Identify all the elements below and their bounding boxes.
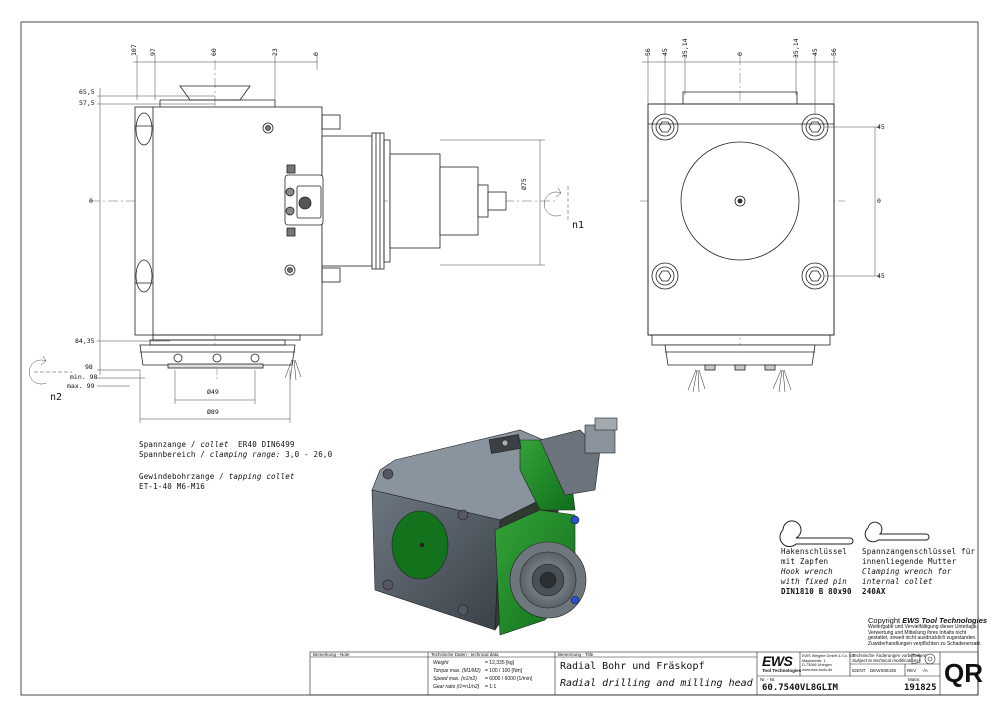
dim-top-107: 107 — [130, 44, 138, 56]
title-label: Benennung - Title — [558, 652, 594, 657]
tech-data-table: Weight = 12,335 [kg] Torque max. (M1/M2) =… — [433, 659, 532, 691]
clamping-range-label-en: clamping range: — [209, 450, 281, 459]
collet-label: Spannzange / — [139, 440, 196, 449]
clamping-wrench-de-2: innenliegende Mutter — [862, 557, 957, 566]
hook-wrench-text: Hakenschlüssel mit Zapfen Hook wrench wi… — [781, 547, 852, 597]
dim-diameter-75: Ø75 — [520, 178, 528, 190]
tapping-collet-value: ET-1-40 M6-M16 — [139, 482, 206, 491]
tech-speed-value: = 6000 / 6000 [1/min] — [485, 676, 533, 682]
dim-left-98: 98 — [85, 363, 93, 371]
front-view — [90, 60, 555, 381]
title-english: Radial drilling and milling head — [560, 678, 753, 689]
hook-wrench-de-1: Hakenschlüssel — [781, 547, 848, 556]
tech-gear-value: = 1:1 — [485, 684, 497, 690]
ident-value: DEWS08435 — [870, 668, 897, 673]
collet-label-en: collet — [200, 440, 229, 449]
material-number: 191825 — [904, 683, 937, 693]
nr-label: Nr. - Nr. — [760, 677, 776, 682]
dim-top-0-right: 0 — [736, 52, 744, 56]
ews-logo-sub: Tool Technologies — [762, 668, 802, 673]
copyright-line-1: Weitergabe und Vervielfältigung dieser U… — [868, 624, 978, 630]
clamping-wrench-code: 240AX — [862, 587, 886, 596]
hook-wrench-de-2: mit Zapfen — [781, 557, 829, 566]
dim-left-65-5: 65,5 — [79, 88, 95, 96]
copyright-prefix: Copyright — [868, 616, 901, 625]
tech-data-label: Technische Daten - technical data — [431, 652, 499, 657]
dim-top-60: 60 — [210, 48, 218, 56]
clamping-wrench-en-1: Clamping wrench for — [862, 567, 952, 576]
collet-notes: Spannzange / collet ER40 DIN6499 Spannbe… — [139, 440, 332, 492]
clamping-wrench-icon — [864, 521, 930, 543]
clamping-wrench-text: Spannzangenschlüssel für innenliegende M… — [862, 547, 975, 597]
remark-label: Bemerkung - Note — [313, 652, 350, 657]
tapping-collet-label: Gewindebohrzange / — [139, 472, 224, 481]
dim-top-56-right: 56 — [830, 48, 838, 56]
dim-left-max99: max. 99 — [67, 382, 95, 390]
clamping-wrench-de-1: Spannzangenschlüssel für — [862, 547, 976, 556]
hook-wrench-en-2: with fixed pin — [781, 577, 848, 586]
dim-left-min98: min. 98 — [70, 373, 98, 381]
ews-logo: EWS — [762, 653, 793, 669]
dim-right-45-top: 45 — [877, 123, 885, 131]
rev-value: -/A — [922, 668, 928, 673]
dim-left-0: 0 — [89, 197, 93, 205]
collet-value: ER40 DIN6499 — [238, 440, 295, 449]
side-view — [640, 55, 845, 393]
company-line-4: www.ews-tools.de — [802, 667, 833, 672]
copyright-line-2: Verwertung und Mitteilung ihres Inhalts … — [868, 629, 967, 636]
dim-right-45-bottom: 45 — [877, 272, 885, 280]
hook-wrench-code: DIN1810 B 80x90 — [781, 587, 852, 596]
company-line-2: Maybachstr. 1 — [802, 658, 826, 663]
dim-left-84-35: 84,35 — [75, 337, 95, 345]
copyright-block: Copyright EWS Tool Technologies Weiterga… — [868, 616, 987, 647]
company-line-3: D-73066 Uhingen — [802, 663, 832, 667]
tech-weight-value: = 12,335 [kg] — [485, 660, 515, 666]
dim-top-45-left: 45 — [661, 48, 669, 56]
company-address: EWS Weigele GmbH & Co. KG Maybachstr. 1 … — [802, 654, 854, 672]
copyright-brand: EWS Tool Technologies — [902, 616, 988, 625]
clamping-wrench-en-2: internal collet — [862, 577, 933, 586]
tech-gear-label: Gear ratio (i1=n1/n2) — [433, 684, 480, 690]
rotation-label-n2: n2 — [50, 392, 63, 403]
clamping-range-value: 3,0 - 26,0 — [285, 450, 333, 459]
hook-wrench-icon — [779, 520, 854, 548]
company-line-1: EWS Weigele GmbH & Co. KG — [802, 654, 855, 658]
dim-left-57-5: 57,5 — [79, 99, 95, 107]
rotation-label-n1: n1 — [572, 220, 585, 231]
hook-wrench-en-1: Hook wrench — [781, 567, 833, 576]
side-view-dimension-lines — [642, 55, 880, 277]
tech-torque-value: = 100 / 100 [Nm] — [485, 668, 523, 674]
tapping-collet-label-en: tapping collet — [228, 472, 295, 481]
dim-top-23: 23 — [271, 48, 279, 56]
dim-top-35-14-left: 35,14 — [681, 38, 689, 58]
dim-top-35-14-right: 35,14 — [792, 38, 800, 58]
rev-label: REV — [907, 668, 917, 673]
ident-label: IDENT — [852, 668, 866, 673]
dim-diameter-49: Ø49 — [207, 388, 219, 396]
dim-top-45-right: 45 — [811, 48, 819, 56]
copyright-line-3: gestattet, soweit nicht ausdrücklich zug… — [868, 635, 977, 642]
dim-right-0: 0 — [877, 197, 881, 205]
change-note: Technische Änderungen vorbehalten! — [852, 653, 927, 658]
dim-top-0: 0 — [312, 52, 320, 56]
isometric-render — [371, 417, 618, 636]
title-german: Radial Bohr und Fräskopf — [560, 661, 705, 672]
projection-symbol-icon — [911, 653, 936, 665]
title-block-frame — [309, 651, 979, 696]
copyright-line-4: Zuwiderhandlungen verpflichten zu Schade… — [868, 640, 982, 647]
tech-weight-label: Weight — [433, 660, 449, 666]
change-note-en: Subject to technical modifications! — [852, 658, 920, 663]
dim-diameter-89: Ø89 — [207, 408, 219, 416]
clamping-range-label: Spannbereich / — [139, 450, 206, 459]
tech-torque-label: Torque max. (M1/M2) — [433, 668, 481, 674]
dim-top-97: 97 — [149, 48, 157, 56]
tech-speed-label: Speed max. (n1/n2) — [433, 676, 477, 682]
part-number: 60.7540VL8GLIM — [762, 683, 838, 693]
front-view-dimension-lines — [29, 55, 569, 423]
qr-code-label: QR — [944, 658, 983, 688]
matno-label: Matnr. — [908, 677, 921, 682]
dim-top-56-left: 56 — [644, 48, 652, 56]
